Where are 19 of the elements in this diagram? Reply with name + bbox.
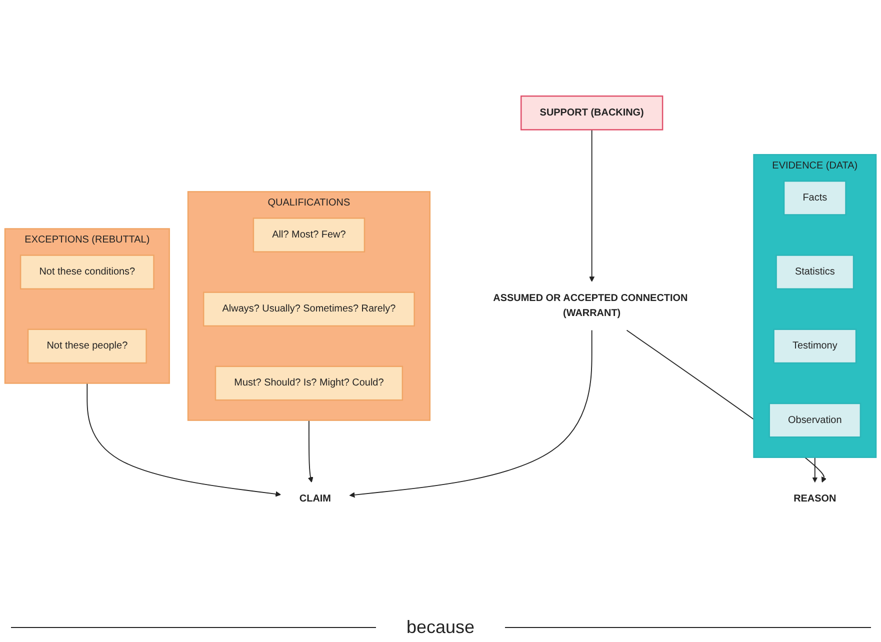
arrow	[589, 129, 595, 282]
arrow	[349, 330, 592, 498]
node-text: ASSUMED OR ACCEPTED CONNECTION (WARRANT)	[493, 292, 688, 318]
arrow	[812, 456, 818, 483]
node-box: Not these conditions?	[20, 254, 154, 290]
node-box: Testimony	[773, 328, 857, 364]
arrow	[308, 420, 314, 483]
node-box: Always? Usually? Sometimes? Rarely?	[202, 292, 415, 327]
node-text: REASON	[794, 493, 836, 504]
node-box: Facts	[783, 180, 846, 216]
node-box: Statistics	[776, 254, 854, 290]
arrow	[86, 382, 281, 497]
connector-word: because	[406, 616, 475, 638]
node-box: Observation	[768, 402, 862, 438]
node-box: SUPPORT (BACKING)	[520, 95, 664, 130]
node-box: Must? Should? Is? Might? Could?	[214, 366, 404, 401]
node-box: Not these people?	[27, 328, 147, 364]
node-text: CLAIM	[299, 493, 331, 504]
node-box: All? Most? Few?	[252, 218, 366, 252]
